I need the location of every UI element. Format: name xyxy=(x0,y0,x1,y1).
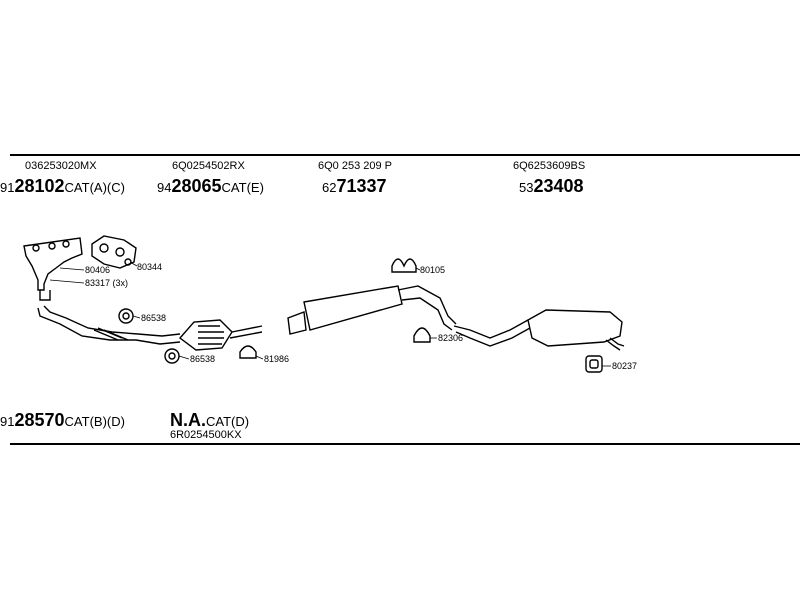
clamp-icon[interactable] xyxy=(413,327,431,343)
set-number-4[interactable]: 5323408 xyxy=(519,177,584,195)
part-label-86538-a[interactable]: 86538 xyxy=(141,313,167,323)
header-code-4: 6Q6253609BS xyxy=(513,160,586,172)
set-main-number: 23408 xyxy=(533,176,584,196)
set-main-number: 28102 xyxy=(14,176,65,196)
set-number-6[interactable]: N.A.CAT(D) xyxy=(170,411,249,429)
set-prefix: 91 xyxy=(0,414,15,429)
part-label-80344[interactable]: 80344 xyxy=(137,262,163,272)
set-main-number: 28065 xyxy=(171,176,222,196)
bottom-rule xyxy=(10,443,800,445)
center-muffler-icon[interactable] xyxy=(287,285,457,335)
part-label-86538-b[interactable]: 86538 xyxy=(190,354,216,364)
exhaust-manifold-icon[interactable] xyxy=(23,237,83,301)
set-suffix: CAT(B)(D) xyxy=(64,414,125,429)
part-label-83317[interactable]: 83317 (3x) xyxy=(85,278,129,288)
top-rule xyxy=(10,154,800,156)
part-label-80105[interactable]: 80105 xyxy=(420,265,446,275)
header-code-1: 036253020MX xyxy=(25,160,97,172)
set-number-1[interactable]: 9128102CAT(A)(C) xyxy=(0,177,125,195)
part-label-80237[interactable]: 80237 xyxy=(612,361,638,371)
set-suffix: CAT(D) xyxy=(206,414,250,429)
set-prefix: 94 xyxy=(157,180,172,195)
set-prefix: 91 xyxy=(0,180,15,195)
front-pipe-icon[interactable] xyxy=(37,305,181,345)
hanger-icon[interactable] xyxy=(585,355,603,373)
set-main-number: 28570 xyxy=(14,410,65,430)
set-main-number: 71337 xyxy=(336,176,387,196)
set-number-2[interactable]: 9428065CAT(E) xyxy=(157,177,264,195)
rear-muffler-icon[interactable] xyxy=(527,309,625,351)
hanger-icon[interactable] xyxy=(391,258,417,273)
set-number-5[interactable]: 9128570CAT(B)(D) xyxy=(0,411,125,429)
part-label-82306[interactable]: 82306 xyxy=(438,333,464,343)
catalytic-converter-icon[interactable] xyxy=(178,319,263,351)
set-sub-code: 6R0254500KX xyxy=(170,429,242,441)
set-suffix: CAT(E) xyxy=(221,180,264,195)
header-code-3: 6Q0 253 209 P xyxy=(318,160,393,172)
set-prefix: 62 xyxy=(322,180,337,195)
clamp-icon[interactable] xyxy=(239,345,257,359)
set-main-number: N.A. xyxy=(170,410,206,430)
part-label-80406[interactable]: 80406 xyxy=(85,265,111,275)
set-suffix: CAT(A)(C) xyxy=(64,180,125,195)
rear-pipe-icon[interactable] xyxy=(453,319,531,347)
clamp-icon[interactable] xyxy=(164,348,180,364)
set-number-3[interactable]: 6271337 xyxy=(322,177,387,195)
clamp-icon[interactable] xyxy=(118,308,134,324)
header-code-2: 6Q0254502RX xyxy=(172,160,245,172)
manifold-gasket-icon[interactable] xyxy=(91,235,137,269)
part-label-81986[interactable]: 81986 xyxy=(264,354,290,364)
set-prefix: 53 xyxy=(519,180,534,195)
